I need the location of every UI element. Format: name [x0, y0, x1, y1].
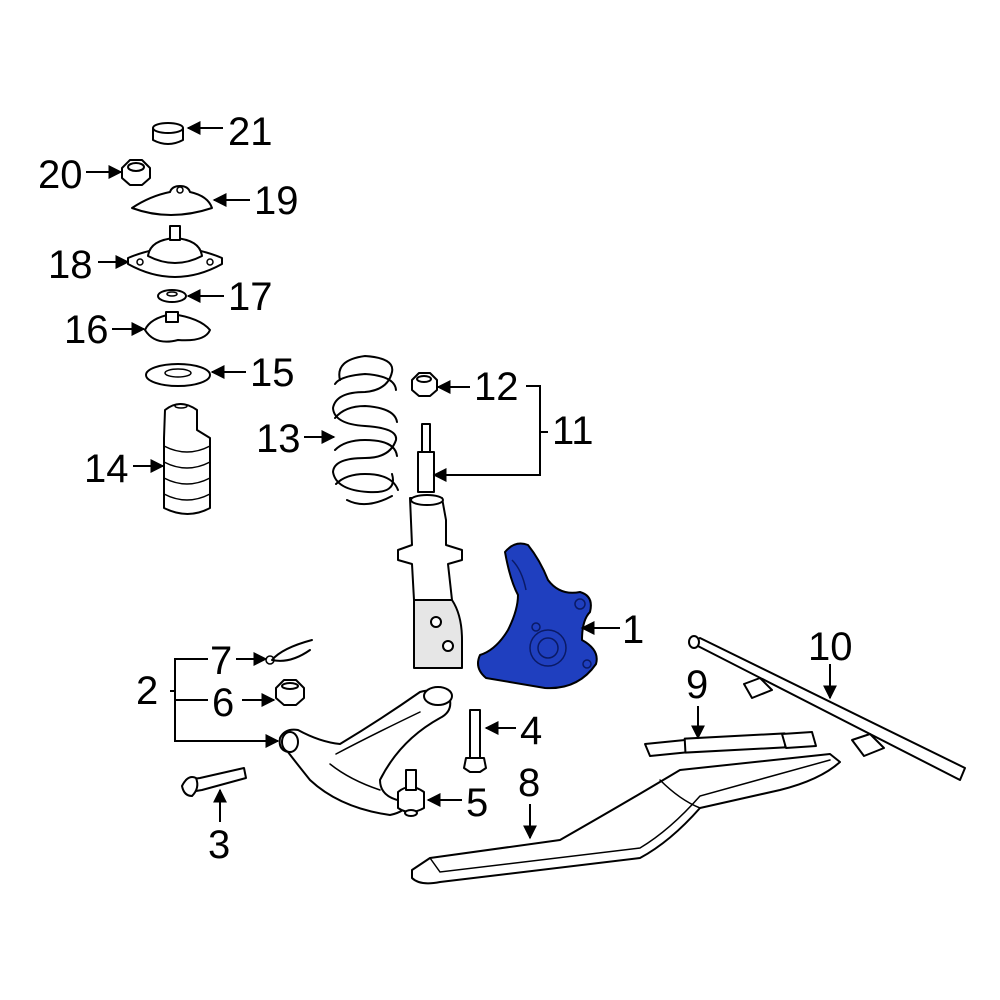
part-15-spring-seat[interactable] — [145, 363, 211, 387]
callout-14: 14 — [84, 447, 129, 491]
callout-2: 2 — [136, 669, 158, 713]
callout-20: 20 — [38, 153, 83, 197]
part-1-steering-knuckle[interactable] — [477, 542, 598, 690]
callout-13: 13 — [256, 417, 301, 461]
callout-4: 4 — [520, 709, 542, 753]
part-11-strut-assembly[interactable] — [397, 423, 463, 669]
part-14-bump-stop[interactable] — [163, 403, 211, 515]
callout-9: 9 — [686, 663, 708, 707]
callout-17: 17 — [228, 275, 273, 319]
callout-10: 10 — [808, 625, 853, 669]
part-12-nut[interactable] — [411, 372, 438, 397]
part-5-ball-joint[interactable] — [397, 769, 425, 817]
part-2-lower-control-arm[interactable] — [278, 686, 453, 816]
part-7-cotter-pin[interactable] — [265, 639, 313, 665]
part-3-bolt[interactable] — [181, 767, 247, 797]
callout-3: 3 — [208, 823, 230, 867]
callout-16: 16 — [64, 308, 109, 352]
part-13-coil-spring[interactable] — [331, 354, 399, 506]
part-21-dust-cap[interactable] — [152, 122, 184, 145]
part-19-retainer[interactable] — [131, 185, 213, 216]
part-20-nut[interactable] — [121, 159, 151, 186]
part-10-stabilizer-bar[interactable] — [688, 635, 966, 781]
callout-labels: 21 20 19 18 17 16 15 14 13 12 11 1 7 2 6… — [38, 110, 853, 867]
callout-6: 6 — [212, 681, 234, 725]
part-6-nut[interactable] — [275, 679, 305, 706]
callout-1: 1 — [622, 608, 644, 652]
callout-11: 11 — [552, 409, 594, 453]
part-8-crossmember[interactable] — [411, 753, 841, 885]
callout-12: 12 — [474, 365, 519, 409]
callout-8: 8 — [518, 761, 540, 805]
callout-7: 7 — [210, 639, 232, 683]
callout-21: 21 — [228, 110, 273, 154]
part-4-bolt[interactable] — [463, 709, 487, 773]
part-16-bearing[interactable] — [144, 311, 211, 343]
callout-15: 15 — [250, 351, 295, 395]
callout-5: 5 — [466, 781, 488, 825]
leader-lines — [86, 121, 837, 840]
part-17-washer[interactable] — [157, 289, 187, 303]
part-18-strut-mount[interactable] — [127, 225, 223, 278]
callout-18: 18 — [48, 243, 93, 287]
callout-19: 19 — [254, 179, 299, 223]
part-9-tie-rod[interactable] — [644, 731, 817, 757]
